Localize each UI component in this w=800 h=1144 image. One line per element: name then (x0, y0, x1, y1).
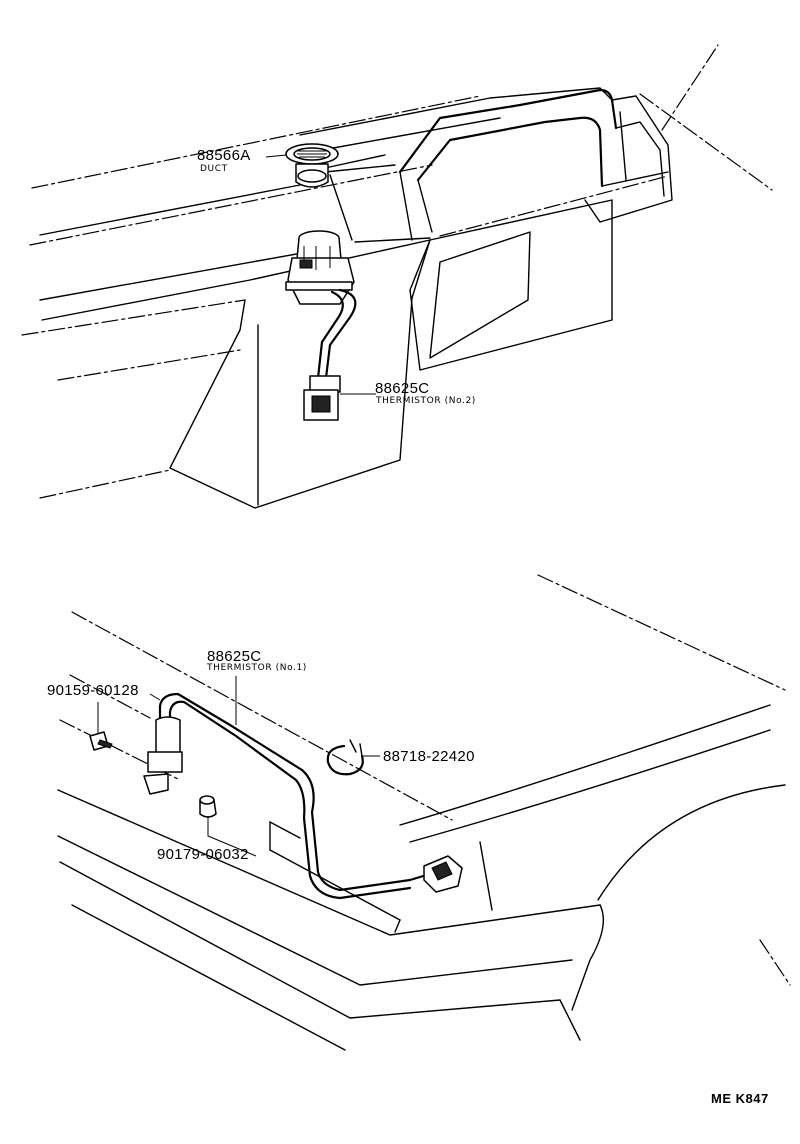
thermistor-1-part-name: THERMISTOR (No.1) (207, 663, 307, 673)
clip-part-number: 90179-06032 (157, 846, 249, 863)
diagram-code: ME K847 (711, 1091, 769, 1106)
duct-part-number: 88566A (197, 147, 251, 164)
duct-part-name: DUCT (200, 164, 228, 174)
thermistor-1-part-number: 88625C (207, 648, 262, 665)
thermistor-1-part (143, 692, 463, 900)
thermistor-2-part-name: THERMISTOR (No.2) (376, 396, 476, 406)
screw-part-number: 90159-60128 (47, 682, 139, 699)
clamp-part (326, 739, 364, 776)
clip-part (199, 795, 217, 818)
thermistor-2-part (303, 288, 357, 421)
clamp-part-number: 88718-22420 (383, 748, 475, 765)
front-bumper-drawing (57, 574, 791, 1051)
instrument-panel-drawing (21, 44, 773, 509)
screw-part (89, 731, 113, 751)
thermistor-2-part-number: 88625C (375, 380, 430, 397)
duct-part (285, 143, 339, 188)
aspirator-part (285, 230, 355, 305)
